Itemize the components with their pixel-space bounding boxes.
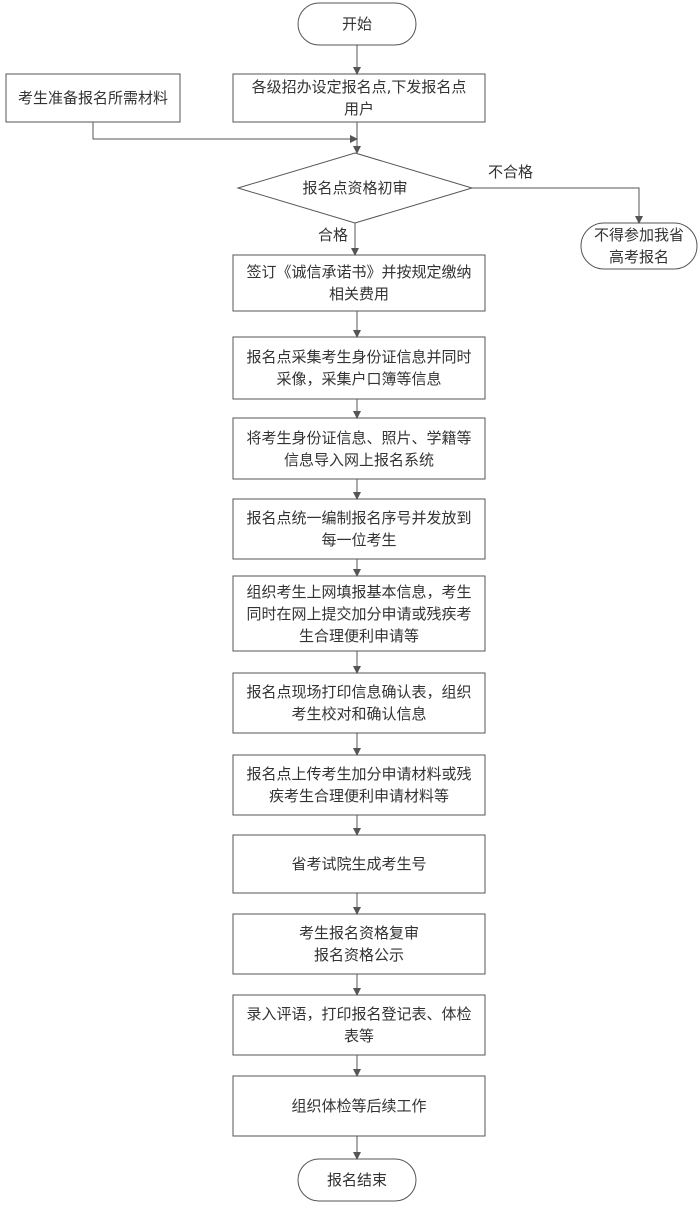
pass-label: 合格 <box>318 226 349 244</box>
step-box-9 <box>232 913 486 975</box>
end-terminal <box>297 1158 417 1202</box>
start-terminal <box>297 2 417 46</box>
connector-arrow <box>472 187 643 224</box>
setup-box <box>232 73 486 123</box>
step-box-5 <box>232 575 486 652</box>
materials-box <box>5 73 181 123</box>
fail-label: 不合格 <box>488 163 534 181</box>
connector-arrow <box>92 122 358 143</box>
step-box-10 <box>232 994 486 1056</box>
step-box-2 <box>232 336 486 400</box>
step-box-6 <box>232 672 486 734</box>
step-box-1 <box>232 254 486 312</box>
step-box-8 <box>232 834 486 894</box>
step-box-4 <box>232 498 486 560</box>
step-box-7 <box>232 754 486 816</box>
step-box-11 <box>232 1075 486 1137</box>
decision-diamond <box>236 152 474 224</box>
step-box-3 <box>232 417 486 480</box>
reject-terminal <box>580 222 698 270</box>
